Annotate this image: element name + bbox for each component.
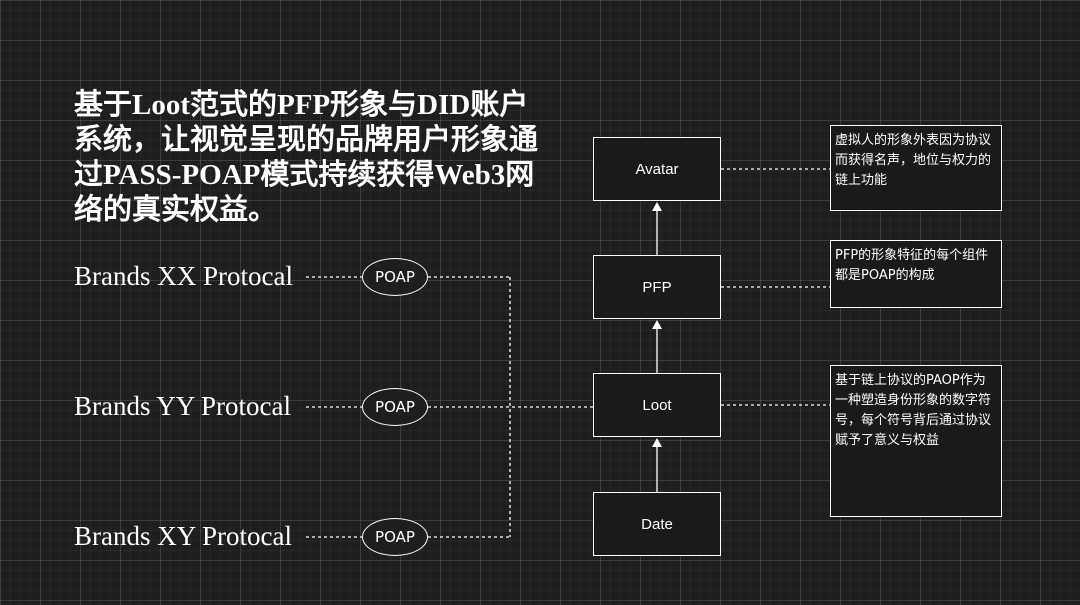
avatar-node: Avatar [593, 137, 721, 201]
poap-badge-xy: POAP [362, 518, 428, 556]
poap-badge-yy: POAP [362, 388, 428, 426]
poap-badge-xx: POAP [362, 258, 428, 296]
headline: 基于Loot范式的PFP形象与DID账户系统，让视觉呈现的品牌用户形象通过PAS… [74, 89, 539, 226]
brand-yy-label: Brands YY Protocal [74, 391, 291, 421]
brand-xx-label: Brands XX Protocal [74, 261, 293, 291]
date-node: Date [593, 492, 721, 556]
pfp-node: PFP [593, 255, 721, 319]
pfp-note: PFP的形象特征的每个组件都是POAP的构成 [830, 240, 1002, 308]
loot-note: 基于链上协议的PAOP作为一种塑造身份形象的数字符号，每个符号背后通过协议赋予了… [830, 365, 1002, 517]
loot-node: Loot [593, 373, 721, 437]
brand-xy-label: Brands XY Protocal [74, 521, 292, 551]
avatar-note: 虚拟人的形象外表因为协议而获得名声，地位与权力的链上功能 [830, 125, 1002, 211]
